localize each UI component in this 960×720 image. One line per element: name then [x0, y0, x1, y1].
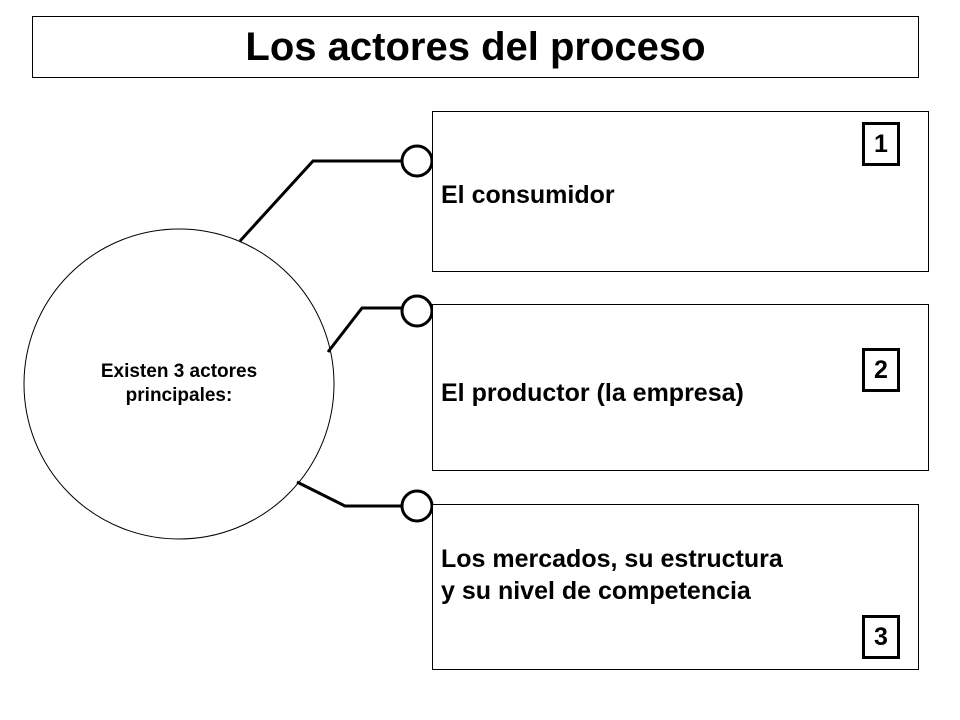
number-badge-2: 2	[862, 348, 900, 392]
actor-box-1: El consumidor 1	[432, 111, 929, 272]
actor-label-3: Los mercados, su estructura y su nivel d…	[441, 545, 783, 605]
hub-circle	[23, 228, 335, 540]
connector-line-1	[238, 159, 402, 243]
actor-box-3: Los mercados, su estructura y su nivel d…	[432, 504, 919, 670]
connector-node-2	[400, 294, 434, 328]
number-badge-3: 3	[862, 615, 900, 659]
actor-label-2: El productor (la empresa)	[441, 379, 744, 407]
connector-line-2	[326, 306, 402, 353]
title-box: Los actores del proceso	[32, 16, 919, 78]
number-badge-1: 1	[862, 122, 900, 166]
connector-line-3	[296, 480, 402, 508]
actor-label-1: El consumidor	[441, 181, 615, 209]
actor-box-2: El productor (la empresa) 2	[432, 304, 929, 471]
hub-text: Existen 3 actores principales:	[100, 361, 258, 406]
connector-node-3	[400, 489, 434, 523]
connector-node-1	[400, 144, 434, 178]
page-title: Los actores del proceso	[245, 25, 706, 69]
hub-label-container: Existen 3 actores principales:	[24, 229, 334, 539]
